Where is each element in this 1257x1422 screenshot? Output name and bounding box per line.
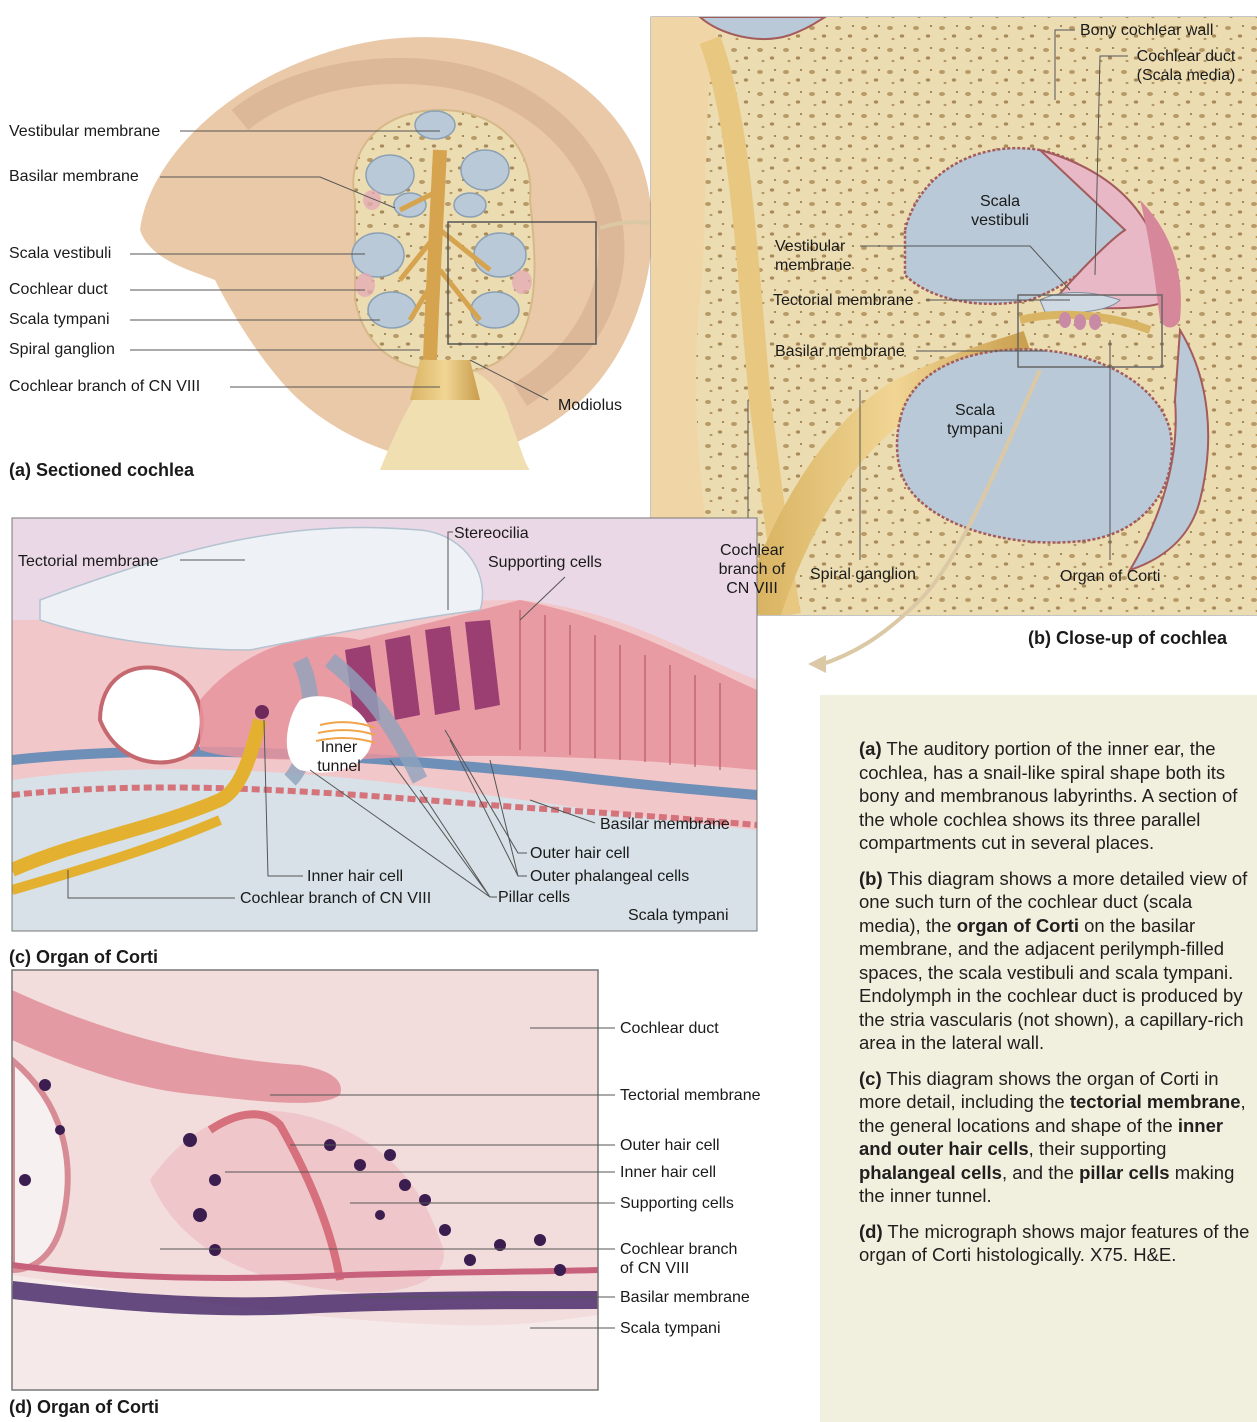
- label-scala-tympani: Scala tympani: [9, 310, 110, 329]
- label-bony-cochlear-wall: Bony cochlear wall: [1080, 21, 1213, 40]
- label-inner-hair-cell-d: Inner hair cell: [620, 1163, 716, 1182]
- label-inner-hair-cell-c: Inner hair cell: [307, 867, 403, 886]
- label-supporting-cells-d: Supporting cells: [620, 1194, 734, 1213]
- label-tectorial-membrane-d: Tectorial membrane: [620, 1086, 761, 1105]
- description-b: (b) This diagram shows a more detailed v…: [859, 867, 1254, 1055]
- label-organ-of-corti-b: Organ of Corti: [1060, 567, 1160, 586]
- figure-description-box: (a) The auditory portion of the inner ea…: [820, 695, 1257, 1422]
- label-spiral-ganglion-b: Spiral ganglion: [810, 565, 916, 584]
- label-basilar-membrane-c: Basilar membrane: [600, 815, 730, 834]
- label-stereocilia: Stereocilia: [454, 524, 529, 543]
- caption-d: (d) Organ of Corti: [9, 1397, 159, 1418]
- label-cochlear-duct-b: Cochlear duct(Scala media): [1128, 47, 1244, 85]
- caption-a: (a) Sectioned cochlea: [9, 460, 194, 481]
- label-supporting-cells-c: Supporting cells: [488, 553, 602, 572]
- label-outer-hair-cell-c: Outer hair cell: [530, 844, 630, 863]
- panel-d-illustration: [12, 970, 615, 1390]
- label-cochlear-duct: Cochlear duct: [9, 280, 108, 299]
- label-cochlear-duct-d: Cochlear duct: [620, 1019, 719, 1038]
- label-tectorial-membrane-c: Tectorial membrane: [18, 552, 159, 571]
- caption-c: (c) Organ of Corti: [9, 947, 158, 968]
- label-cochlear-branch-c: Cochlear branch of CN VIII: [240, 889, 431, 908]
- description-a: (a) The auditory portion of the inner ea…: [859, 737, 1254, 855]
- label-outer-phalangeal-cells: Outer phalangeal cells: [530, 867, 689, 886]
- label-scala-tympani-c: Scala tympani: [628, 906, 729, 925]
- label-tectorial-membrane-b: Tectorial membrane: [773, 291, 914, 310]
- label-spiral-ganglion: Spiral ganglion: [9, 340, 115, 359]
- description-c: (c) This diagram shows the organ of Cort…: [859, 1067, 1254, 1208]
- label-modiolus: Modiolus: [558, 396, 622, 415]
- label-scala-vestibuli: Scala vestibuli: [9, 244, 111, 263]
- figure-description-text: (a) The auditory portion of the inner ea…: [859, 737, 1254, 1279]
- label-pillar-cells: Pillar cells: [498, 888, 570, 907]
- label-vestibular-membrane: Vestibular membrane: [9, 122, 160, 141]
- label-outer-hair-cell-d: Outer hair cell: [620, 1136, 720, 1155]
- description-d: (d) The micrograph shows major features …: [859, 1220, 1254, 1267]
- label-scala-tympani-d: Scala tympani: [620, 1319, 721, 1338]
- label-basilar-membrane-b: Basilar membrane: [775, 342, 905, 361]
- label-basilar-membrane: Basilar membrane: [9, 167, 139, 186]
- label-cochlear-branch: Cochlear branch of CN VIII: [9, 377, 200, 396]
- caption-b: (b) Close-up of cochlea: [1028, 628, 1227, 649]
- label-basilar-membrane-d: Basilar membrane: [620, 1288, 750, 1307]
